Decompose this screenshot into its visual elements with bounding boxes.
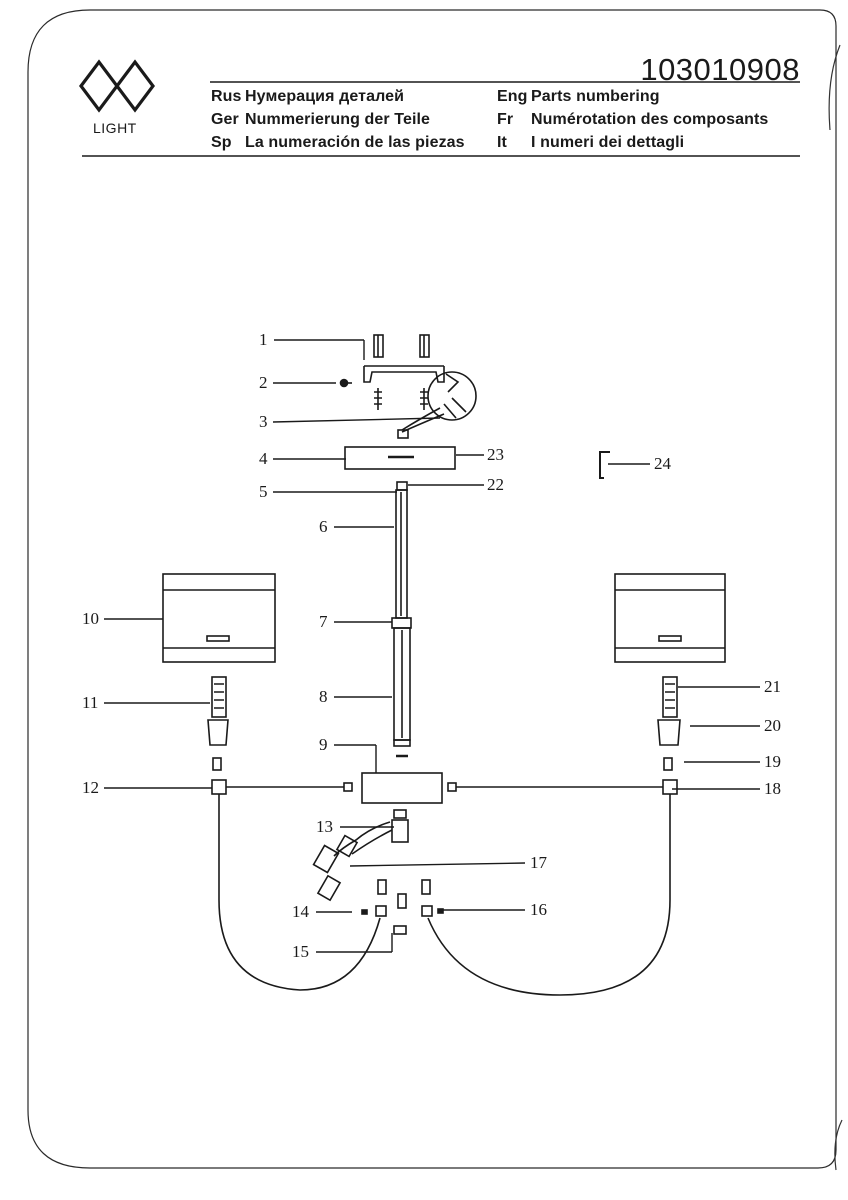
part-label-21: 21 [764,677,781,696]
part-label-17: 17 [530,853,547,872]
part-label-22: 22 [487,475,504,494]
heading-fr: Fr Numérotation des composants [497,110,768,129]
lang-code: Sp [211,134,232,151]
heading-text: Parts numbering [531,88,660,105]
page-frame [27,9,837,1169]
part-label-10: 10 [82,609,99,628]
part-label-20: 20 [764,716,781,735]
part-label-13: 13 [316,817,333,836]
part-label-15: 15 [292,942,309,961]
part-label-18: 18 [764,779,781,798]
part-label-2: 2 [259,373,268,392]
part-label-24: 24 [654,454,671,473]
lang-code: Ger [211,111,239,128]
heading-it: It I numeri dei dettagli [497,133,684,152]
part-label-5: 5 [259,482,268,501]
lang-code: Eng [497,88,528,105]
part-label-4: 4 [259,449,268,468]
part-label-8: 8 [319,687,328,706]
part-label-14: 14 [292,902,309,921]
brand-name: LIGHT [93,120,137,136]
part-label-3: 3 [259,412,268,431]
heading-text: I numeri dei dettagli [531,134,685,151]
heading-text: Нумерация деталей [245,88,405,105]
part-label-1: 1 [259,330,268,349]
part-label-11: 11 [82,693,99,712]
mw-logo-icon [79,59,155,113]
part-label-12: 12 [82,778,99,797]
heading-ger: Ger Nummerierung der Teile [211,110,430,129]
part-label-6: 6 [319,517,328,536]
document-number: 103010908 [640,52,800,87]
part-label-16: 16 [530,900,547,919]
part-label-23: 23 [487,445,504,464]
part-label-7: 7 [319,612,328,631]
lang-code: Fr [497,111,514,128]
heading-text: Numérotation des composants [531,111,769,128]
lang-code: Rus [211,88,242,105]
heading-text: La numeración de las piezas [245,134,465,151]
part-label-9: 9 [319,735,328,754]
heading-sp: Sp La numeración de las piezas [211,133,465,152]
part-label-19: 19 [764,752,781,771]
lang-code: It [497,134,507,151]
heading-text: Nummerierung der Teile [245,111,431,128]
